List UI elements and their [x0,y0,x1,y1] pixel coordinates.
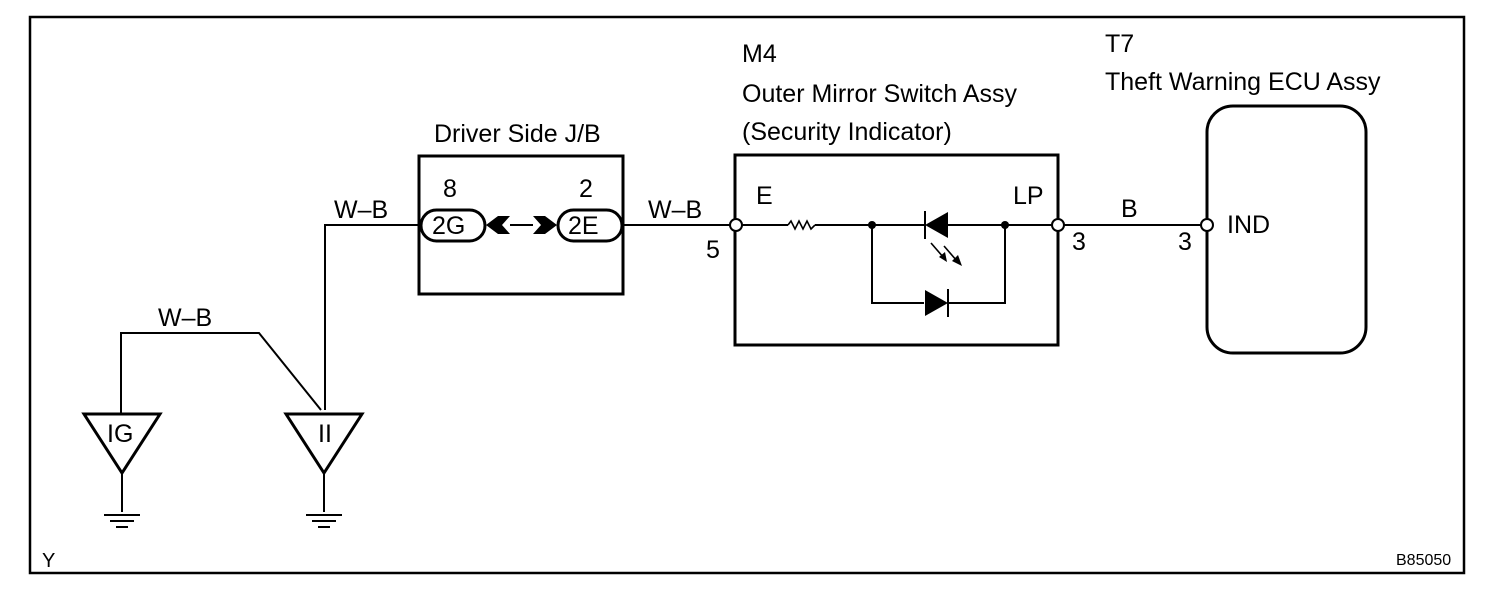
ecu-pin: 3 [1178,228,1192,256]
wire-label-switch-to-ecu: B [1121,195,1138,223]
wire-label-jb-to-switch: W–B [648,196,702,224]
ecu-name: Theft Warning ECU Assy [1105,68,1381,96]
jb-right-pin: 2 [579,175,593,203]
jb-left-pin: 8 [443,175,457,203]
ecu-terminal-node [1200,218,1214,232]
switch-terminal-lp: LP [1013,182,1044,210]
switch-pin-left: 5 [706,236,720,264]
ground-point-ig [81,412,163,476]
light-arrows-icon [930,242,962,266]
ground-right-icon [306,514,342,528]
switch-terminal-lp-node [1051,218,1065,232]
jb-left-connector-label: 2G [432,212,465,240]
ecu-code: T7 [1105,30,1134,58]
resistor-icon [787,219,816,231]
ecu-terminal: IND [1227,211,1270,239]
switch-subtitle: (Security Indicator) [742,118,952,146]
switch-terminal-e-node [729,218,743,232]
diagram-frame [28,15,1466,575]
jb-right-connector-label: 2E [568,212,599,240]
ground-left-icon [104,514,140,528]
wire-label-ground-to-jb: W–B [334,196,388,224]
switch-pin-right: 3 [1072,228,1086,256]
jb-left-chevron-icon [486,216,510,234]
switch-box [733,153,1060,347]
jb-title: Driver Side J/B [434,120,601,148]
diagram-id-code: B85050 [1396,552,1451,569]
switch-terminal-e: E [756,182,773,210]
wire-label-ground-link: W–B [158,304,212,332]
jb-right-chevron-icon [533,216,557,234]
ground-point-ii [283,412,365,476]
led-icon [925,212,948,238]
switch-code: M4 [742,40,777,68]
corner-mark: Y [42,550,55,572]
ground-label-ig: IG [107,420,133,448]
switch-name: Outer Mirror Switch Assy [742,80,1018,108]
ground-label-ii: II [318,420,332,448]
diode-icon [925,290,948,316]
